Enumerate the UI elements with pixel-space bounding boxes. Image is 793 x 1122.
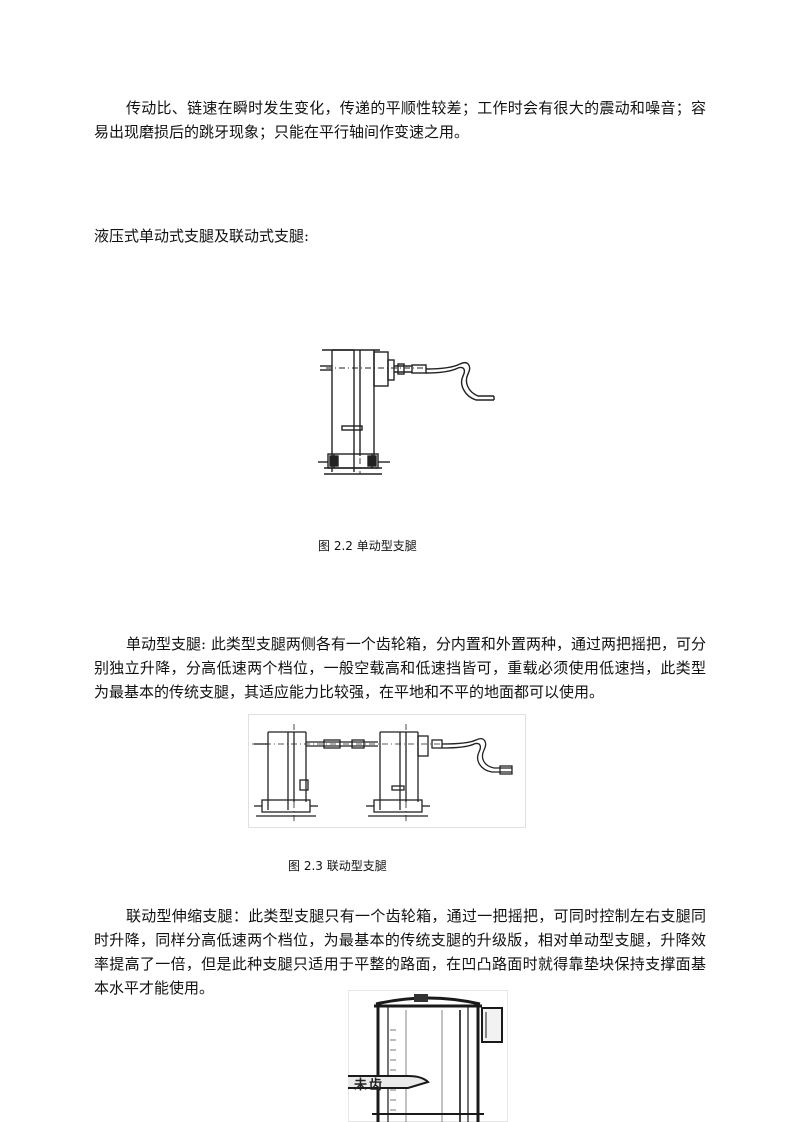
figure-leg-photo: 未齿 xyxy=(348,990,508,1122)
figure-2-3-caption: 图 2.3 联动型支腿 xyxy=(288,859,387,873)
paragraph-chain-drive: 传动比、链速在瞬时发生变化，传递的平顺性较差；工作时会有很大的震动和噪音；容易出… xyxy=(94,99,706,141)
figure-linked-leg-drawing xyxy=(248,714,526,828)
photo-stamp-text: 未齿 xyxy=(354,1078,385,1093)
figure-2-2-caption: 图 2.2 单动型支腿 xyxy=(318,539,417,553)
figure-single-leg-drawing xyxy=(318,344,500,484)
paragraph-linked-leg: 联动型伸缩支腿：此类型支腿只有一个齿轮箱，通过一把摇把，可同时控制左右支腿同时升… xyxy=(94,907,706,997)
section-heading: 液压式单动式支腿及联动式支腿: xyxy=(94,227,310,245)
paragraph-single-leg: 单动型支腿: 此类型支腿两侧各有一个齿轮箱，分内置和外置两种，通过两把摇把，可分… xyxy=(94,635,706,701)
